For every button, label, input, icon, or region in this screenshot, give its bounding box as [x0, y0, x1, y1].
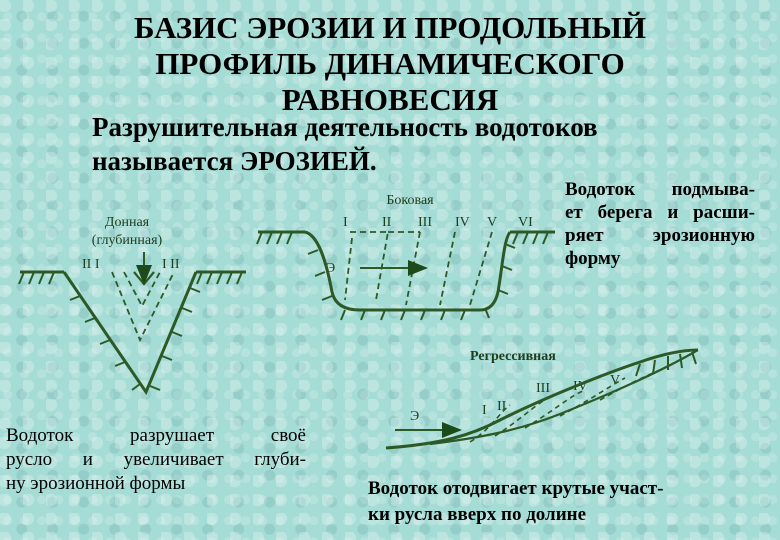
lateral-channel-outline	[304, 230, 512, 312]
intro-line-2: называется ЭРОЗИЕЙ.	[92, 146, 377, 176]
lateral-stage-line-1	[350, 231, 390, 301]
lateral-stage-3: III	[418, 215, 432, 230]
lateral-caption-line-2: ет берега и расши-	[565, 202, 755, 223]
regressive-caption-line-1: Водоток отодвигает крутые участ-	[368, 478, 664, 499]
regressive-flow-mark: Э	[410, 409, 419, 424]
lateral-surface-hatching	[256, 231, 549, 245]
regressive-stage-2: II	[497, 399, 507, 414]
lateral-stage-4: IV	[455, 215, 470, 230]
lateral-flow-mark: Э	[326, 261, 335, 276]
bottom-marks-left: II I	[82, 257, 100, 272]
regressive-stage-line-3	[524, 389, 586, 429]
intro-line-1: Разрушительная деятельность водотоков	[92, 112, 598, 142]
bottom-caption: Водоток разрушает своё русло и увеличива…	[6, 424, 306, 496]
lateral-stage-1: I	[343, 215, 348, 230]
title-line-3: РАВНОВЕСИЯ	[281, 82, 499, 117]
regressive-stage-line-2	[494, 397, 549, 437]
regressive-profile-lower	[429, 349, 699, 446]
regressive-stage-5: V	[610, 373, 620, 388]
regressive-stage-line-5	[599, 369, 661, 401]
lateral-stage-line-0	[344, 237, 353, 301]
bottom-caption-line-1: Водоток разрушает своё	[6, 425, 306, 446]
bottom-surface-hatching	[18, 271, 243, 285]
regressive-label: Регрессивная	[470, 349, 556, 364]
lateral-caption-line-4: форму	[565, 248, 621, 269]
bottom-profile-stage-2	[111, 271, 175, 343]
lateral-stage-line-2	[405, 231, 421, 306]
regressive-slope-hatching	[635, 351, 697, 377]
lateral-stage-line-3	[439, 231, 456, 306]
lateral-label: Боковая	[386, 193, 434, 208]
title-line-1: БАЗИС ЭРОЗИИ И ПРОДОЛЬНЫЙ	[134, 10, 646, 45]
bottom-label-1: Донная	[105, 215, 150, 230]
bottom-profile-final	[62, 271, 198, 396]
bottom-caption-line-2: русло и увеличивает глуби-	[6, 449, 306, 470]
lateral-stage-5: V	[487, 215, 497, 230]
regressive-caption: Водоток отодвигает крутые участ- ки русл…	[368, 476, 663, 528]
regressive-stage-3: III	[536, 381, 550, 396]
regressive-stage-line-4	[559, 377, 626, 417]
title-line-2: ПРОФИЛЬ ДИНАМИЧЕСКОГО	[155, 46, 625, 81]
lateral-caption-line-3: ряет эрозионную	[565, 225, 755, 246]
regressive-profile-final	[385, 348, 699, 450]
lateral-stage-2: II	[382, 215, 392, 230]
lateral-caption-line-1: Водоток подмыва-	[565, 179, 755, 200]
bottom-erosion-diagram: Донная (глубинная) II I I II	[18, 215, 246, 396]
lateral-channel-hatching	[307, 243, 516, 321]
regressive-stage-1: I	[482, 403, 487, 418]
regressive-stage-line-1	[469, 404, 511, 443]
lateral-stage-line-4	[469, 231, 493, 306]
bottom-profile-hatching	[69, 287, 201, 391]
bottom-caption-line-3: ну эрозионной формы	[6, 473, 186, 494]
bottom-marks-right: I II	[162, 257, 180, 272]
lateral-erosion-diagram: Боковая I II III IV V VI Э	[256, 193, 555, 321]
lateral-stage-6: VI	[518, 215, 533, 230]
regressive-caption-line-2: ки русла вверх по долине	[368, 504, 587, 525]
regressive-erosion-diagram: Регрессивная I II III IV V Э	[385, 348, 699, 450]
bottom-profile-stage-1	[123, 271, 161, 308]
lateral-caption: Водоток подмыва- ет берега и расши- ряет…	[565, 178, 755, 270]
bottom-label-2: (глубинная)	[92, 233, 163, 248]
